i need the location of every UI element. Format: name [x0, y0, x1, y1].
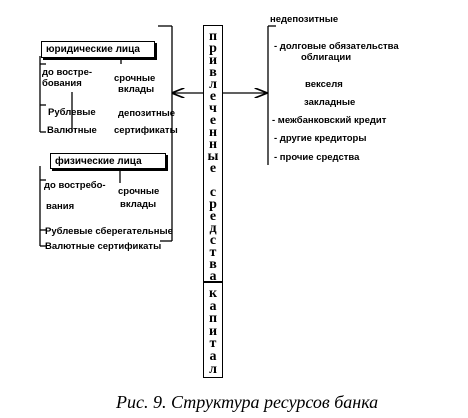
legal-entities-title: юридические лица — [46, 44, 140, 55]
attracted-funds-letter: в — [209, 65, 217, 80]
legal-demand-2: бования — [42, 78, 82, 89]
capital-letter: а — [209, 349, 217, 364]
legal-term-1: срочные — [114, 73, 156, 84]
attracted-funds-letter: е — [209, 161, 217, 176]
legal-rub: Рублевые — [48, 107, 96, 118]
attracted-funds-letter: ч — [209, 101, 217, 116]
individuals-demand-2: вания — [46, 201, 75, 212]
capital-letter: т — [209, 336, 217, 352]
legal-val: Валютные — [47, 125, 97, 136]
capital-letter: п — [208, 311, 218, 327]
attracted-funds-letter: с — [209, 185, 217, 200]
right-item-7: - прочие средства — [274, 152, 360, 163]
individuals-box: физические лица — [50, 153, 166, 169]
right-item-3: векселя — [305, 79, 343, 90]
legal-dep: депозитные — [118, 108, 176, 119]
legal-demand-1: до востре- — [42, 67, 93, 78]
figure-caption: Рис. 9. Структура ресурсов банка — [116, 392, 379, 412]
attracted-funds-letter: а — [209, 269, 217, 284]
right-item-6: - другие кредиторы — [274, 133, 367, 144]
individuals-val: Валютные сертификаты — [45, 241, 162, 252]
right-item-2: облигации — [301, 52, 352, 63]
attracted-funds-letter: т — [209, 245, 217, 260]
individuals-title: физические лица — [55, 155, 142, 167]
attracted-funds-letter: с — [209, 233, 217, 248]
legal-cert: сертификаты — [114, 125, 178, 136]
right-item-4: закладные — [304, 97, 356, 108]
legal-term-2: вклады — [118, 84, 155, 95]
capital-letter: л — [209, 361, 217, 377]
nondeposit-header: недепозитные — [270, 14, 339, 25]
attracted-funds-letter: е — [209, 113, 217, 128]
individuals-demand-1: до востребо- — [44, 180, 106, 191]
attracted-funds-letter: д — [209, 221, 217, 236]
attracted-funds-letter: н — [208, 137, 218, 152]
attracted-funds-letter: и — [208, 53, 218, 68]
attracted-funds-letter: л — [209, 77, 217, 92]
attracted-funds-letter: ы — [207, 149, 219, 164]
legal-entities-box: юридические лица — [41, 41, 155, 58]
attracted-funds-letter: е — [209, 209, 217, 224]
attracted-funds-letter: р — [209, 41, 217, 56]
capital-letter: и — [208, 323, 218, 339]
attracted-funds-letter: р — [209, 197, 217, 212]
attracted-funds-letter: е — [209, 89, 217, 104]
individuals-term-2: вклады — [120, 199, 157, 210]
attracted-funds-letter: н — [208, 125, 218, 140]
attracted-funds-letter: в — [209, 257, 217, 272]
individuals-rub: Рублевые сберегательные — [45, 226, 173, 237]
individuals-term-1: срочные — [118, 186, 160, 197]
right-item-5: - межбанковский кредит — [272, 115, 387, 126]
capital-letter: к — [208, 286, 218, 301]
attracted-funds-letter: п — [208, 29, 218, 44]
right-item-1: - долговые обязательства — [274, 41, 399, 52]
capital-letter: а — [209, 298, 217, 314]
